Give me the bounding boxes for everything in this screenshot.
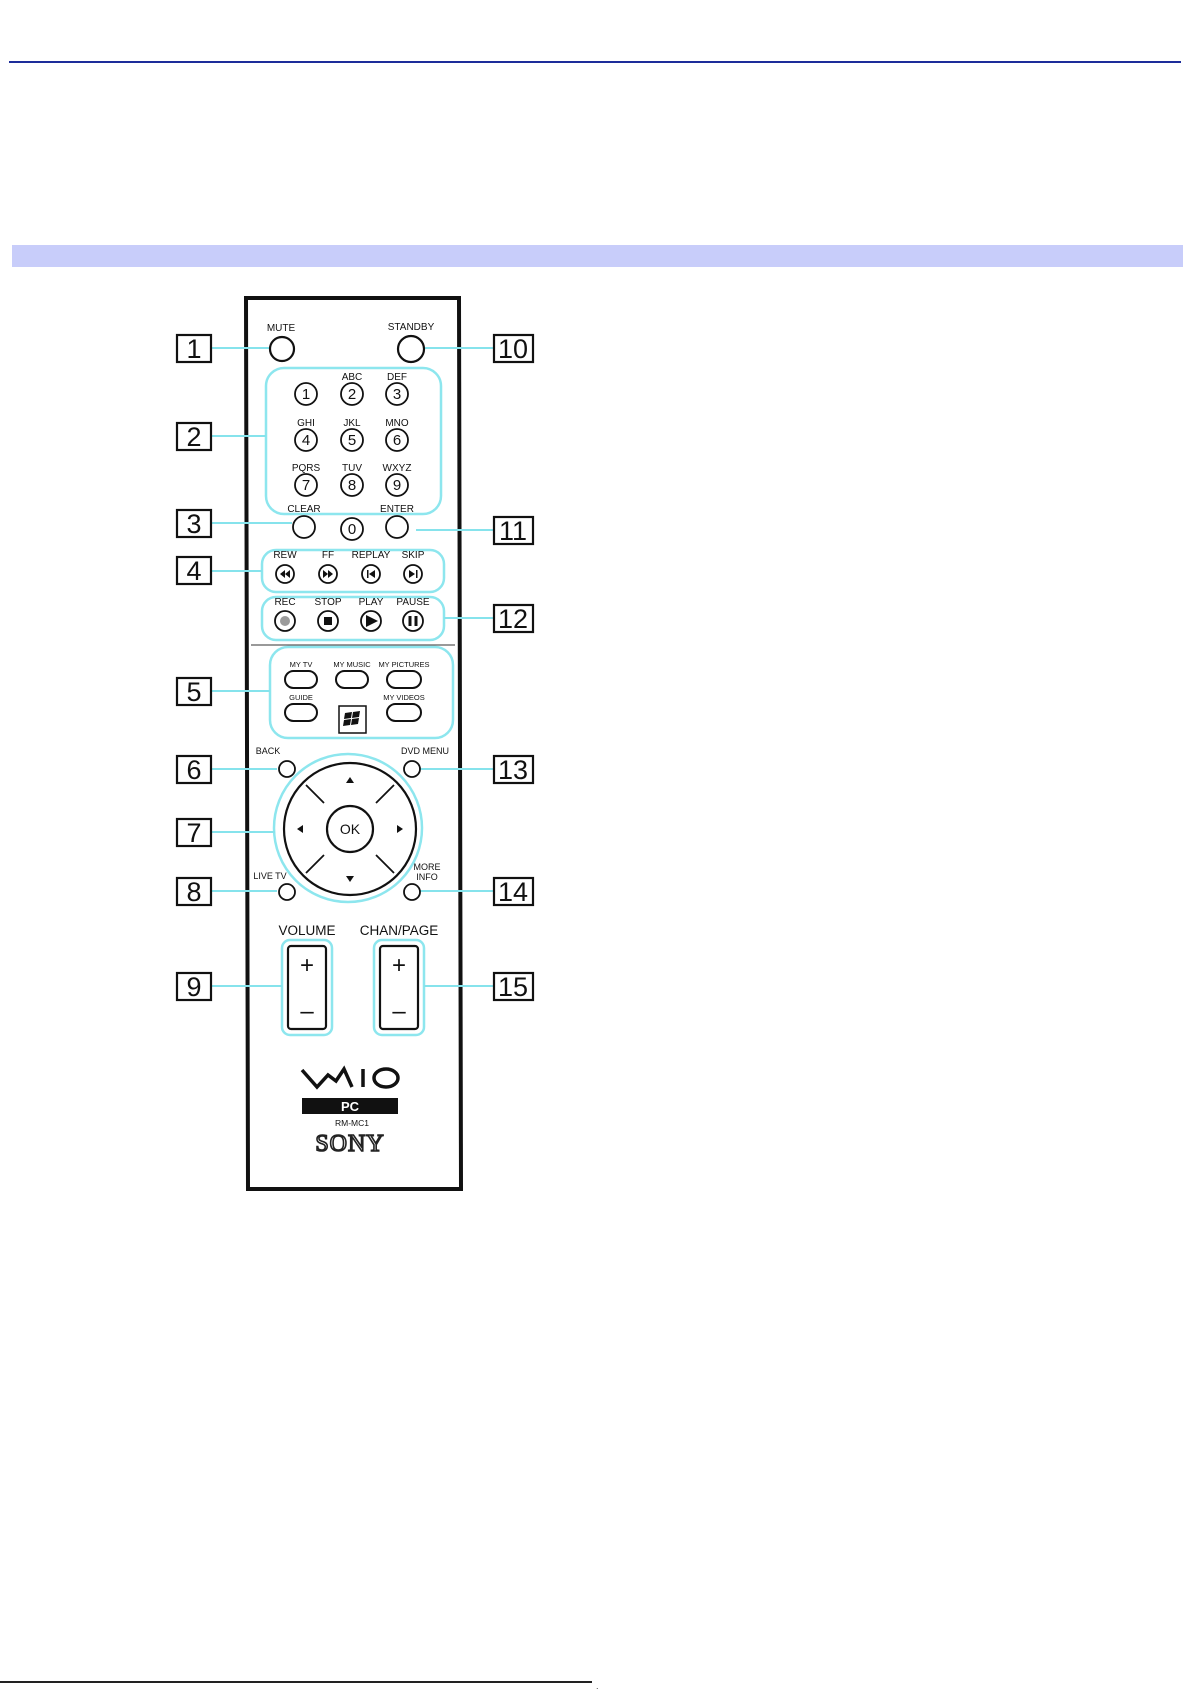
key-7-letters: PQRS xyxy=(292,463,321,474)
mute-label: MUTE xyxy=(267,323,296,334)
callout-10: 10 xyxy=(498,334,528,364)
back-label: BACK xyxy=(256,746,281,756)
digit-1: 1 xyxy=(302,386,310,403)
callout-9: 9 xyxy=(186,972,201,1002)
chan-plus: + xyxy=(392,952,406,979)
callout-12: 12 xyxy=(498,604,528,634)
pause-button xyxy=(403,611,423,631)
digit-3: 3 xyxy=(393,386,401,403)
rew-label: REW xyxy=(273,550,297,561)
enter-button xyxy=(386,516,408,538)
key-3-letters: DEF xyxy=(387,372,407,383)
sony-logo: SONY xyxy=(315,1131,384,1157)
callout-13: 13 xyxy=(498,755,528,785)
more-info-label-line2: INFO xyxy=(416,872,438,882)
callout-2: 2 xyxy=(186,422,201,452)
key-6-letters: MNO xyxy=(385,418,409,429)
chan-minus: – xyxy=(392,998,406,1025)
standby-label: STANDBY xyxy=(388,322,435,333)
key-8-letters: TUV xyxy=(342,463,362,474)
volume-label: VOLUME xyxy=(278,923,335,938)
key-4-letters: GHI xyxy=(297,418,315,429)
enter-label: ENTER xyxy=(380,504,414,515)
ff-label: FF xyxy=(322,550,334,561)
guide-label: GUIDE xyxy=(289,693,313,702)
callout-14: 14 xyxy=(498,877,528,907)
callout-8: 8 xyxy=(186,877,201,907)
callout-15: 15 xyxy=(498,972,528,1002)
digit-4: 4 xyxy=(302,432,310,449)
pause-label: PAUSE xyxy=(396,597,429,608)
clear-label: CLEAR xyxy=(287,504,320,515)
digit-9: 9 xyxy=(393,477,401,494)
callout-3: 3 xyxy=(186,509,201,539)
my-music-button xyxy=(336,671,368,688)
standby-button xyxy=(398,336,424,362)
model-label: RM-MC1 xyxy=(335,1118,369,1128)
footer-rule xyxy=(0,1681,592,1683)
digit-6: 6 xyxy=(393,432,401,449)
my-videos-label: MY VIDEOS xyxy=(383,693,425,702)
stop-label: STOP xyxy=(314,597,341,608)
callout-1: 1 xyxy=(186,334,201,364)
my-tv-label: MY TV xyxy=(290,660,313,669)
live-tv-label: LIVE TV xyxy=(253,871,286,881)
callout-4: 4 xyxy=(186,556,201,586)
pc-label: PC xyxy=(341,1099,360,1114)
key-2-letters: ABC xyxy=(342,372,363,383)
volume-minus: – xyxy=(300,998,314,1025)
digit-8: 8 xyxy=(348,477,356,494)
my-videos-button xyxy=(387,704,421,721)
play-label: PLAY xyxy=(359,597,384,608)
more-info-label-line1: MORE xyxy=(414,862,441,872)
guide-button xyxy=(285,704,317,721)
digit-0: 0 xyxy=(348,521,356,538)
key-5-letters: JKL xyxy=(343,418,361,429)
more-info-button xyxy=(404,884,420,900)
live-tv-button xyxy=(279,884,295,900)
chan-page-label: CHAN/PAGE xyxy=(360,923,439,938)
callout-11: 11 xyxy=(499,516,527,546)
rec-label: REC xyxy=(274,597,295,608)
callout-6: 6 xyxy=(186,755,201,785)
replay-label: REPLAY xyxy=(352,550,391,561)
my-music-label: MY MUSIC xyxy=(333,660,371,669)
my-pictures-label: MY PICTURES xyxy=(378,660,429,669)
callout-5: 5 xyxy=(186,677,201,707)
digit-7: 7 xyxy=(302,477,310,494)
back-button xyxy=(279,761,295,777)
footer-mark: . xyxy=(596,1682,599,1691)
skip-label: SKIP xyxy=(402,550,425,561)
dvd-menu-label: DVD MENU xyxy=(401,746,449,756)
callout-7: 7 xyxy=(186,818,201,848)
stop-icon xyxy=(324,617,332,625)
clear-button xyxy=(293,516,315,538)
ok-label: OK xyxy=(340,821,361,837)
volume-plus: + xyxy=(300,952,314,979)
key-9-letters: WXYZ xyxy=(383,463,412,474)
digit-2: 2 xyxy=(348,386,356,403)
dvd-menu-button xyxy=(404,761,420,777)
digit-5: 5 xyxy=(348,432,356,449)
my-tv-button xyxy=(285,671,317,688)
mute-button xyxy=(270,337,294,361)
my-pictures-button xyxy=(387,671,421,688)
record-icon xyxy=(280,616,290,626)
